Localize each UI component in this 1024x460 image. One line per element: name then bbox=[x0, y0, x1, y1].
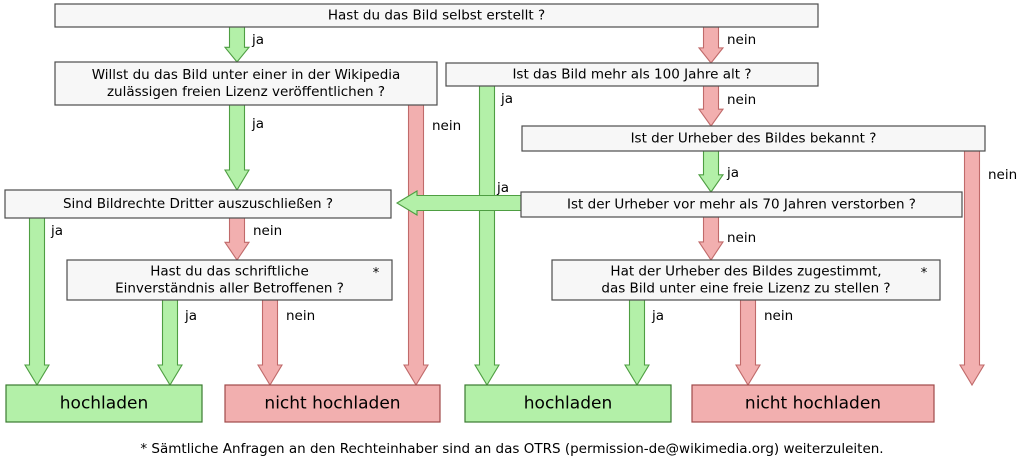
arrow-ja bbox=[24, 217, 50, 387]
edge-q2-to-t2-nein: nein bbox=[403, 104, 461, 387]
node-box[interactable] bbox=[54, 61, 438, 106]
edges-layer: ja nein ja nein ja nein ja nein ja nein ja nein ja ne… bbox=[24, 26, 1017, 387]
arrow-ja bbox=[224, 104, 250, 192]
edge-label-nein: nein bbox=[253, 223, 282, 239]
edge-q1-to-q2-ja: ja bbox=[223, 26, 264, 63]
edge-label-nein: nein bbox=[727, 32, 756, 48]
edge-q5-to-t1-ja: ja bbox=[24, 217, 63, 387]
node-label-line: Sind Bildrechte Dritter auszuschließen ? bbox=[63, 196, 333, 212]
node-box[interactable] bbox=[4, 189, 392, 219]
node-box[interactable] bbox=[691, 384, 935, 423]
node-label-line: hochladen bbox=[60, 394, 148, 414]
edge-q6-to-q8-nein: nein bbox=[697, 216, 756, 261]
edge-q7-to-t2-nein: nein bbox=[257, 299, 315, 387]
edge-q7-to-t1-ja: ja bbox=[157, 299, 197, 387]
edge-label-ja: ja bbox=[50, 223, 63, 239]
asterisk-footnote-marker: * bbox=[373, 266, 380, 281]
node-box[interactable] bbox=[224, 384, 441, 423]
node-t2[interactable]: nicht hochladen bbox=[224, 384, 441, 423]
node-label-line: nicht hochladen bbox=[745, 394, 881, 414]
node-q2[interactable]: Willst du das Bild unter einer in der Wi… bbox=[54, 61, 438, 106]
asterisk-footnote-marker: * bbox=[921, 266, 928, 281]
edge-label-ja: ja bbox=[184, 308, 197, 324]
node-label-line: Ist der Urheber vor mehr als 70 Jahren v… bbox=[567, 197, 916, 213]
node-t3[interactable]: hochladen bbox=[464, 384, 672, 423]
arrow-nein bbox=[403, 104, 429, 387]
node-q3[interactable]: Ist das Bild mehr als 100 Jahre alt ? bbox=[445, 62, 819, 87]
node-box[interactable] bbox=[521, 125, 986, 152]
node-box[interactable] bbox=[5, 384, 203, 423]
arrow-ja bbox=[223, 26, 251, 63]
node-label-line: Hat der Urheber des Bildes zugestimmt, bbox=[610, 264, 881, 280]
node-label-line: Ist der Urheber des Bildes bekannt ? bbox=[631, 131, 877, 147]
arrow-ja bbox=[395, 190, 522, 216]
nodes-layer: Hast du das Bild selbst erstellt ? Willst… bbox=[4, 3, 986, 423]
edge-label-nein: nein bbox=[432, 118, 461, 134]
node-label-line: Willst du das Bild unter einer in der Wi… bbox=[92, 67, 401, 83]
node-label-line: Ist das Bild mehr als 100 Jahre alt ? bbox=[512, 67, 751, 83]
arrow-nein bbox=[697, 216, 725, 261]
arrow-nein bbox=[735, 299, 761, 387]
edge-q5-to-q7-nein: nein bbox=[223, 217, 282, 261]
node-box[interactable] bbox=[464, 384, 672, 423]
node-t1[interactable]: hochladen bbox=[5, 384, 203, 423]
arrow-ja bbox=[474, 85, 500, 387]
edge-label-nein: nein bbox=[727, 230, 756, 246]
edge-label-ja: ja bbox=[500, 91, 513, 107]
node-label-line: Hast du das Bild selbst erstellt ? bbox=[328, 8, 545, 24]
edge-q8-to-t4-nein: nein bbox=[735, 299, 793, 387]
arrow-nein bbox=[697, 26, 725, 64]
footnote-layer: * Sämtliche Anfragen an den Rechteinhabe… bbox=[140, 441, 883, 457]
arrow-nein bbox=[257, 299, 283, 387]
node-label-line: zulässigen freien Lizenz veröffentlichen… bbox=[107, 84, 385, 100]
node-q8[interactable]: Hat der Urheber des Bildes zugestimmt,da… bbox=[551, 259, 941, 301]
footnote-text: * Sämtliche Anfragen an den Rechteinhabe… bbox=[140, 441, 883, 457]
arrow-ja bbox=[624, 299, 650, 387]
edge-q6-to-q5-ja: ja bbox=[395, 180, 522, 216]
node-q4[interactable]: Ist der Urheber des Bildes bekannt ? bbox=[521, 125, 986, 152]
edge-label-nein: nein bbox=[727, 92, 756, 108]
edge-label-nein: nein bbox=[764, 308, 793, 324]
edge-label-ja: ja bbox=[251, 32, 264, 48]
edge-q4-to-q6-ja: ja bbox=[697, 150, 739, 193]
node-t4[interactable]: nicht hochladen bbox=[691, 384, 935, 423]
node-box[interactable] bbox=[551, 259, 941, 301]
arrow-ja bbox=[697, 150, 725, 193]
node-label-line: Hast du das schriftliche bbox=[150, 264, 309, 280]
node-label-line: hochladen bbox=[524, 394, 612, 414]
node-box[interactable] bbox=[66, 259, 393, 301]
edge-q3-to-q4-nein: nein bbox=[697, 85, 756, 127]
edge-q1-to-q3-nein: nein bbox=[697, 26, 756, 64]
node-box[interactable] bbox=[445, 62, 819, 87]
edge-label-ja: ja bbox=[651, 308, 664, 324]
node-box[interactable] bbox=[54, 3, 819, 28]
node-label-line: das Bild unter eine freie Lizenz zu stel… bbox=[601, 281, 890, 297]
node-label-line: nicht hochladen bbox=[264, 394, 400, 414]
arrow-ja bbox=[157, 299, 183, 387]
node-label-line: Einverständnis aller Betroffenen ? bbox=[115, 281, 344, 297]
node-box[interactable] bbox=[520, 191, 963, 218]
arrow-nein bbox=[697, 85, 725, 127]
edge-q3-to-t3-ja: ja bbox=[474, 85, 513, 387]
node-q1[interactable]: Hast du das Bild selbst erstellt ? bbox=[54, 3, 819, 28]
edge-q4-to-t4-nein: nein bbox=[959, 150, 1017, 387]
edge-label-ja: ja bbox=[251, 116, 264, 132]
edge-label-ja: ja bbox=[726, 165, 739, 181]
edge-label-nein: nein bbox=[286, 308, 315, 324]
node-q6[interactable]: Ist der Urheber vor mehr als 70 Jahren v… bbox=[520, 191, 963, 218]
arrow-nein bbox=[223, 217, 251, 261]
edge-label-ja: ja bbox=[496, 180, 509, 196]
node-q5[interactable]: Sind Bildrechte Dritter auszuschließen ? bbox=[4, 189, 392, 219]
edge-q8-to-t3-ja: ja bbox=[624, 299, 664, 387]
edge-q2-to-q5-ja: ja bbox=[224, 104, 264, 192]
edge-label-nein: nein bbox=[988, 167, 1017, 183]
arrow-nein bbox=[959, 150, 985, 387]
